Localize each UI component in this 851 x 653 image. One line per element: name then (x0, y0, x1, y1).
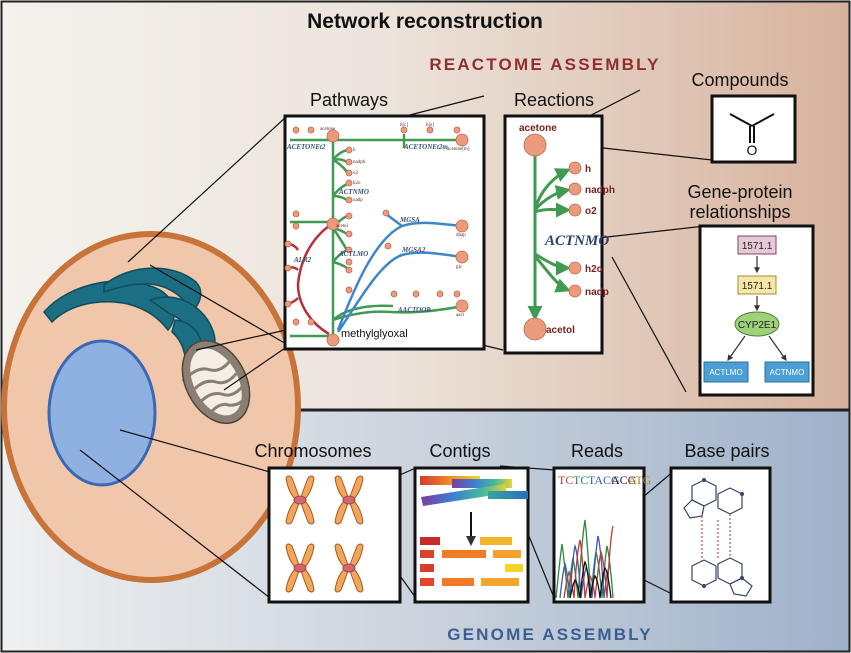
reaction-edges (527, 152, 571, 321)
pathway-met-label: aact (456, 313, 465, 318)
read-seq: TACG (588, 473, 620, 487)
transcript-id: 1571.1 (742, 281, 773, 292)
pathway-rxn-label: MGSA (399, 216, 420, 224)
pathways-nodes (284, 126, 469, 347)
chromatogram-traces (555, 519, 614, 599)
contig-bar (505, 564, 523, 572)
pathway-rxn-label: ACETONEt2 (286, 143, 326, 151)
read-seq: ACG (611, 473, 637, 487)
contig-bar (420, 578, 434, 586)
contigs-label: Contigs (429, 441, 490, 461)
transcript-box (737, 275, 777, 295)
reaction-nodes (523, 133, 582, 341)
acetone-structure (729, 113, 775, 143)
gene-protein-label-line1: Gene-protein (687, 182, 792, 202)
read-seq: TC (573, 473, 588, 487)
reactions-panel: acetone h nadph o2 ACTNMO h2o nadp aceto… (503, 114, 615, 355)
pathway-rxn-label: ALR2 (293, 256, 312, 264)
pathway-rxn-label: ACTNMO (338, 188, 369, 196)
gpr-reaction: ACTLMO (709, 368, 742, 377)
gene-box (737, 235, 777, 255)
product-label: acetol (546, 325, 575, 336)
reads-label: Reads (571, 441, 623, 461)
pathway-met-label: nadph (353, 160, 366, 165)
mitochondria (181, 339, 251, 425)
figure-title: Network reconstruction (307, 10, 543, 33)
pathway-met-label: h2o (353, 181, 361, 186)
cofactor-out-label: h2o (585, 264, 603, 275)
pathway-met-label: acetone[m] (447, 147, 470, 152)
read-seq: TC (558, 473, 573, 487)
base-pairs-label: Base pairs (684, 441, 769, 461)
reactions-label: Reactions (514, 90, 594, 110)
reaction-box (764, 361, 810, 383)
cofactor-in-label: o2 (585, 206, 597, 217)
protein-name: CYP2E1 (738, 320, 777, 331)
compounds-label: Compounds (691, 70, 788, 90)
substrate-label: acetone (519, 123, 557, 134)
contig-bar (420, 550, 434, 558)
pathway-met-label: h[e] (426, 123, 434, 128)
cofactor-in-label: h (585, 164, 591, 175)
contig-bar (442, 550, 486, 558)
cofactor-in-label: nadph (585, 185, 615, 196)
chromosome-shapes (285, 475, 364, 593)
chromosomes-panel (267, 466, 402, 604)
contig-bar (480, 537, 512, 545)
compounds-panel: O (710, 94, 797, 164)
contig-bar (481, 578, 519, 586)
gene-id: 1571.1 (742, 241, 773, 252)
reads-panel: TC TC TACG ACG ATG (552, 466, 652, 604)
section-title-reactome: REACTOME ASSEMBLY (429, 55, 660, 74)
pathway-met-label: nadp (353, 198, 363, 203)
gene-protein-label-line2: relationships (689, 202, 790, 222)
base-pair-atoms (702, 478, 744, 588)
contigs-panel (413, 466, 530, 604)
reaction-box (703, 361, 749, 383)
contig-bar (420, 564, 434, 572)
contig-bar (420, 537, 440, 545)
read-seq: ATG (628, 473, 652, 487)
section-title-genome: GENOME ASSEMBLY (447, 625, 653, 644)
pathway-rxn-label: ACTLMO (338, 250, 368, 258)
contig-bar (442, 578, 474, 586)
gene-protein-panel: 1571.1 1571.1 CYP2E1 ACTLMO ACTNMO (698, 224, 815, 397)
pathway-met-label: h (353, 148, 356, 153)
pathway-met-label: acetol (336, 224, 349, 229)
pathways-blue-edges (336, 213, 463, 333)
contig-bar (488, 491, 528, 499)
cofactor-out-label: nadp (585, 287, 609, 298)
pathway-met-label: acetone (320, 127, 336, 132)
reaction-name: ACTNMO (544, 233, 609, 249)
chromosomes-label: Chromosomes (254, 441, 371, 461)
oxygen-atom: O (747, 142, 758, 158)
protein-ellipse (734, 311, 780, 337)
contig-bar (493, 550, 521, 558)
contig-bar (420, 476, 480, 485)
pathways-label: Pathways (310, 90, 388, 110)
contig-bar (452, 479, 512, 488)
pathway-met-label: o2 (353, 171, 359, 176)
pathway-rxn-label: MGSA2 (401, 246, 426, 254)
gpr-reaction: ACTNMO (770, 368, 805, 377)
methylglyoxal-label: methylglyoxal (341, 328, 408, 340)
pathway-rxn-label: AACTOOR (397, 306, 431, 314)
pathway-met-label: glc (456, 265, 463, 270)
nucleus (47, 339, 157, 487)
base-pairs-panel (669, 466, 772, 604)
pathway-met-label: h[c] (400, 123, 408, 128)
cell-illustration (1, 231, 301, 583)
contig-bar (421, 484, 507, 506)
pathway-met-label: dhap (456, 233, 466, 238)
pathways-panel: ACETONEt2 ACETONEt2m ACTNMO ALR2 ACTLMO … (283, 114, 486, 351)
pathway-rxn-label: ACETONEt2m (403, 143, 448, 151)
